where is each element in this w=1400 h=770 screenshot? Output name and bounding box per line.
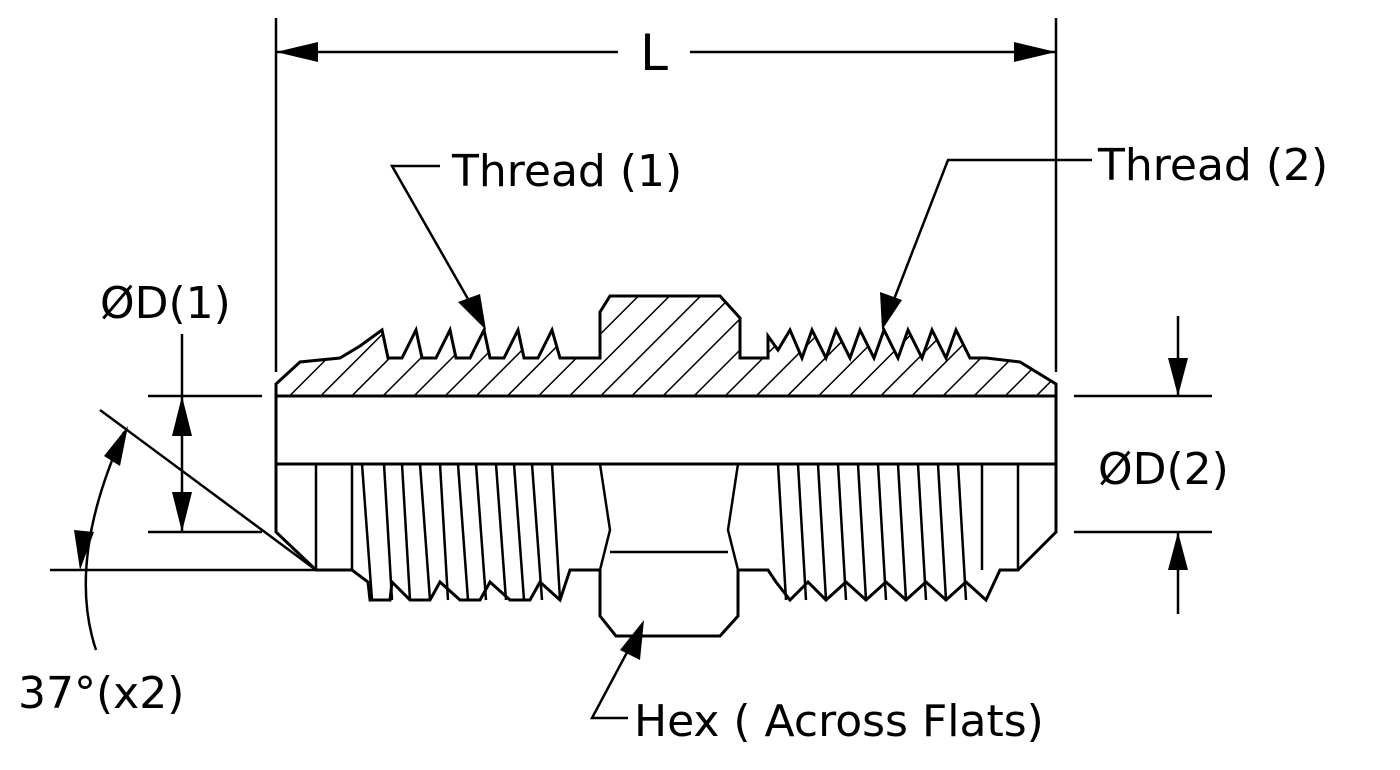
diameter-2-label: ØD(2) [1098, 444, 1229, 495]
length-dimension [274, 18, 1058, 372]
diameter-1-dimension [148, 334, 262, 534]
hex-leader [589, 620, 644, 720]
angle-label: 37°(x2) [18, 668, 184, 719]
diameter-2-dimension [1074, 316, 1212, 614]
diameter-1-label: ØD(1) [100, 278, 231, 329]
lower-half-details [314, 463, 1020, 601]
length-label: L [640, 24, 668, 82]
thread-2-label: Thread (2) [1097, 140, 1328, 191]
thread-2-leader [880, 158, 1092, 330]
thread-1-leader [389, 164, 486, 330]
thread-1-label: Thread (1) [451, 146, 682, 197]
hex-label: Hex ( Across Flats) [634, 696, 1044, 747]
sectioned-upper-half [274, 294, 1058, 398]
angle-dimension [50, 408, 317, 651]
bore [274, 394, 1058, 466]
